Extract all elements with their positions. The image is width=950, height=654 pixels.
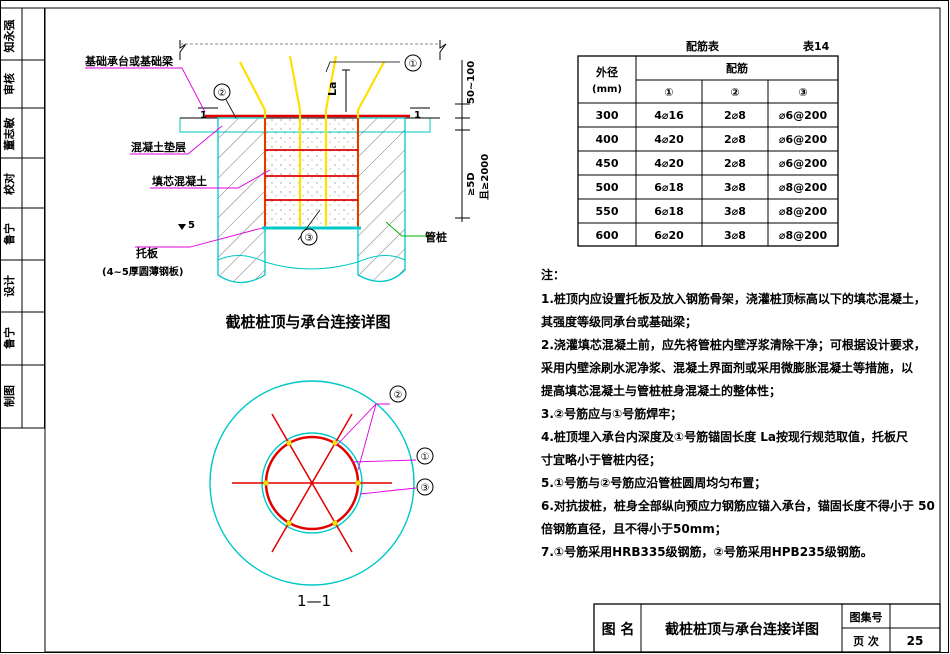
plan-marker-2: ② <box>394 390 403 401</box>
table-cell: 3⌀8 <box>724 181 746 194</box>
table-cell: ⌀6@200 <box>779 133 828 146</box>
table-number: 表14 <box>802 39 830 53</box>
five-label: 5 <box>188 220 195 231</box>
dim-side2: 且≥2000 <box>479 154 491 200</box>
plan-marker-3: ③ <box>421 483 430 494</box>
table-cell: ⌀6@200 <box>779 157 828 170</box>
title-block: 图 名 截桩桩顶与承台连接详图 图集号 页 次 25 <box>593 603 941 653</box>
table-cell: 6⌀20 <box>654 229 684 242</box>
table-cell: 4⌀20 <box>654 133 684 146</box>
table-cell: 2⌀8 <box>724 157 746 170</box>
marker-2: ② <box>218 88 227 99</box>
plate-note: (4~5厚圆薄钢板) <box>102 265 183 278</box>
section-drawing: 基础承台或基础梁 混凝土垫层 填芯混凝土 托板 (4~5厚圆薄钢板) 管桩 La… <box>84 40 491 331</box>
title-block-page: 25 <box>907 634 924 648</box>
table-cell: ⌀8@200 <box>779 229 828 242</box>
side-label: 知永强 <box>2 20 16 54</box>
dim-top: 50~100 <box>466 61 477 104</box>
table-cell: 600 <box>596 229 619 242</box>
plan-drawing: ② ① ③ 1—1 <box>209 380 434 610</box>
side-label: 制图 <box>2 385 16 407</box>
table-cell: 400 <box>596 133 619 146</box>
side-label: 校对 <box>2 173 16 195</box>
note-line: 1.桩顶内应设置托板及放入钢筋骨架，浇灌桩顶标高以下的填芯混凝土， <box>541 292 926 306</box>
dim-side1: ≥5D <box>466 172 477 196</box>
fill-label: 填芯混凝土 <box>152 174 207 188</box>
title-block-name-label: 图 名 <box>602 621 635 638</box>
cap-label: 基础承台或基础梁 <box>84 54 174 68</box>
table-cell: 4⌀20 <box>654 157 684 170</box>
note-line: 采用内壁涂刷水泥净浆、混凝土界面剂或采用微膨胀混凝土等措施，以 <box>541 361 914 375</box>
table-cell: ⌀6@200 <box>779 109 828 122</box>
note-line: 7.①号筋采用HRB335级钢筋，②号筋采用HPB235级钢筋。 <box>541 545 873 559</box>
cushion-thk-left: 1 <box>200 110 207 121</box>
title-block-name: 截桩桩顶与承台连接详图 <box>665 621 819 638</box>
table-subheader: ① <box>664 86 673 99</box>
note-line: 倍钢筋直径，且不得小于50mm； <box>541 522 727 536</box>
title-block-page-label: 页 次 <box>853 634 879 648</box>
side-label: 鲁宁 <box>2 223 16 245</box>
table-cell: 6⌀18 <box>654 205 684 218</box>
table-subheader: ② <box>730 86 739 99</box>
cushion-thk-right: 1 <box>414 110 421 121</box>
note-line: 2.浇灌填芯混凝土前，应先将管桩内壁浮浆清除干净；可根据设计要求， <box>541 338 926 352</box>
header-rebar: 配筋 <box>726 61 748 75</box>
note-line: 寸宜略小于管桩内径； <box>541 453 662 467</box>
note-line: 其强度等级同承台或基础梁； <box>541 315 698 329</box>
marker-3: ③ <box>305 233 314 244</box>
header-outer-unit: (mm) <box>592 84 622 95</box>
table-cell: 300 <box>596 109 619 122</box>
table-cell: 500 <box>596 181 619 194</box>
table-cell: 450 <box>596 157 619 170</box>
plan-title: 1—1 <box>297 592 331 610</box>
table-cell: 3⌀8 <box>724 205 746 218</box>
note-line: 4.桩顶埋入承台内深度及①号筋锚固长度 La按现行规范取值，托板尺 <box>541 430 908 444</box>
table-cell: 3⌀8 <box>724 229 746 242</box>
table-cell: ⌀8@200 <box>779 181 828 194</box>
table-cell: ⌀8@200 <box>779 205 828 218</box>
table-cell: 2⌀8 <box>724 133 746 146</box>
header-outer: 外径 <box>595 65 618 79</box>
sign-strip: 知永强 审核 董志敏 校对 鲁宁 设计 鲁宁 制图 <box>0 7 45 429</box>
la-label: La <box>326 82 339 96</box>
note-line: 6.对抗拔桩，桩身全部纵向预应力钢筋应锚入承台，锚固长度不得小于 50 <box>541 499 935 513</box>
section-title: 截桩桩顶与承台连接详图 <box>225 313 390 331</box>
table-cell: 550 <box>596 205 619 218</box>
notes-title: 注： <box>541 268 566 282</box>
note-line: 5.①号筋与②号筋应沿管桩圆周均匀布置； <box>541 476 767 490</box>
table-cell: 6⌀18 <box>654 181 684 194</box>
marker-1: ① <box>409 59 418 70</box>
plate-label: 托板 <box>136 246 159 260</box>
table-cell: 2⌀8 <box>724 109 746 122</box>
pipe-label: 管桩 <box>425 230 447 244</box>
table-subheader: ③ <box>798 86 807 99</box>
table-title: 配筋表 <box>686 39 720 53</box>
note-line: 3.②号筋应与①号筋焊牢； <box>541 407 683 421</box>
cushion-label: 混凝土垫层 <box>131 140 186 154</box>
side-label: 董志敏 <box>2 117 16 151</box>
side-label: 审核 <box>2 73 16 95</box>
title-block-set-label: 图集号 <box>850 610 883 624</box>
plan-marker-1: ① <box>421 452 430 463</box>
note-line: 提高填芯混凝土与管桩桩身混凝土的整体性； <box>541 384 782 398</box>
rebar-table: 配筋表 表14 外径 (mm) 配筋 ① ② ③ 300 4⌀16 2⌀8 ⌀6@200 40… <box>577 39 839 247</box>
side-label: 鲁宁 <box>2 327 16 349</box>
side-label: 设计 <box>2 275 16 297</box>
table-cell: 4⌀16 <box>654 109 684 122</box>
